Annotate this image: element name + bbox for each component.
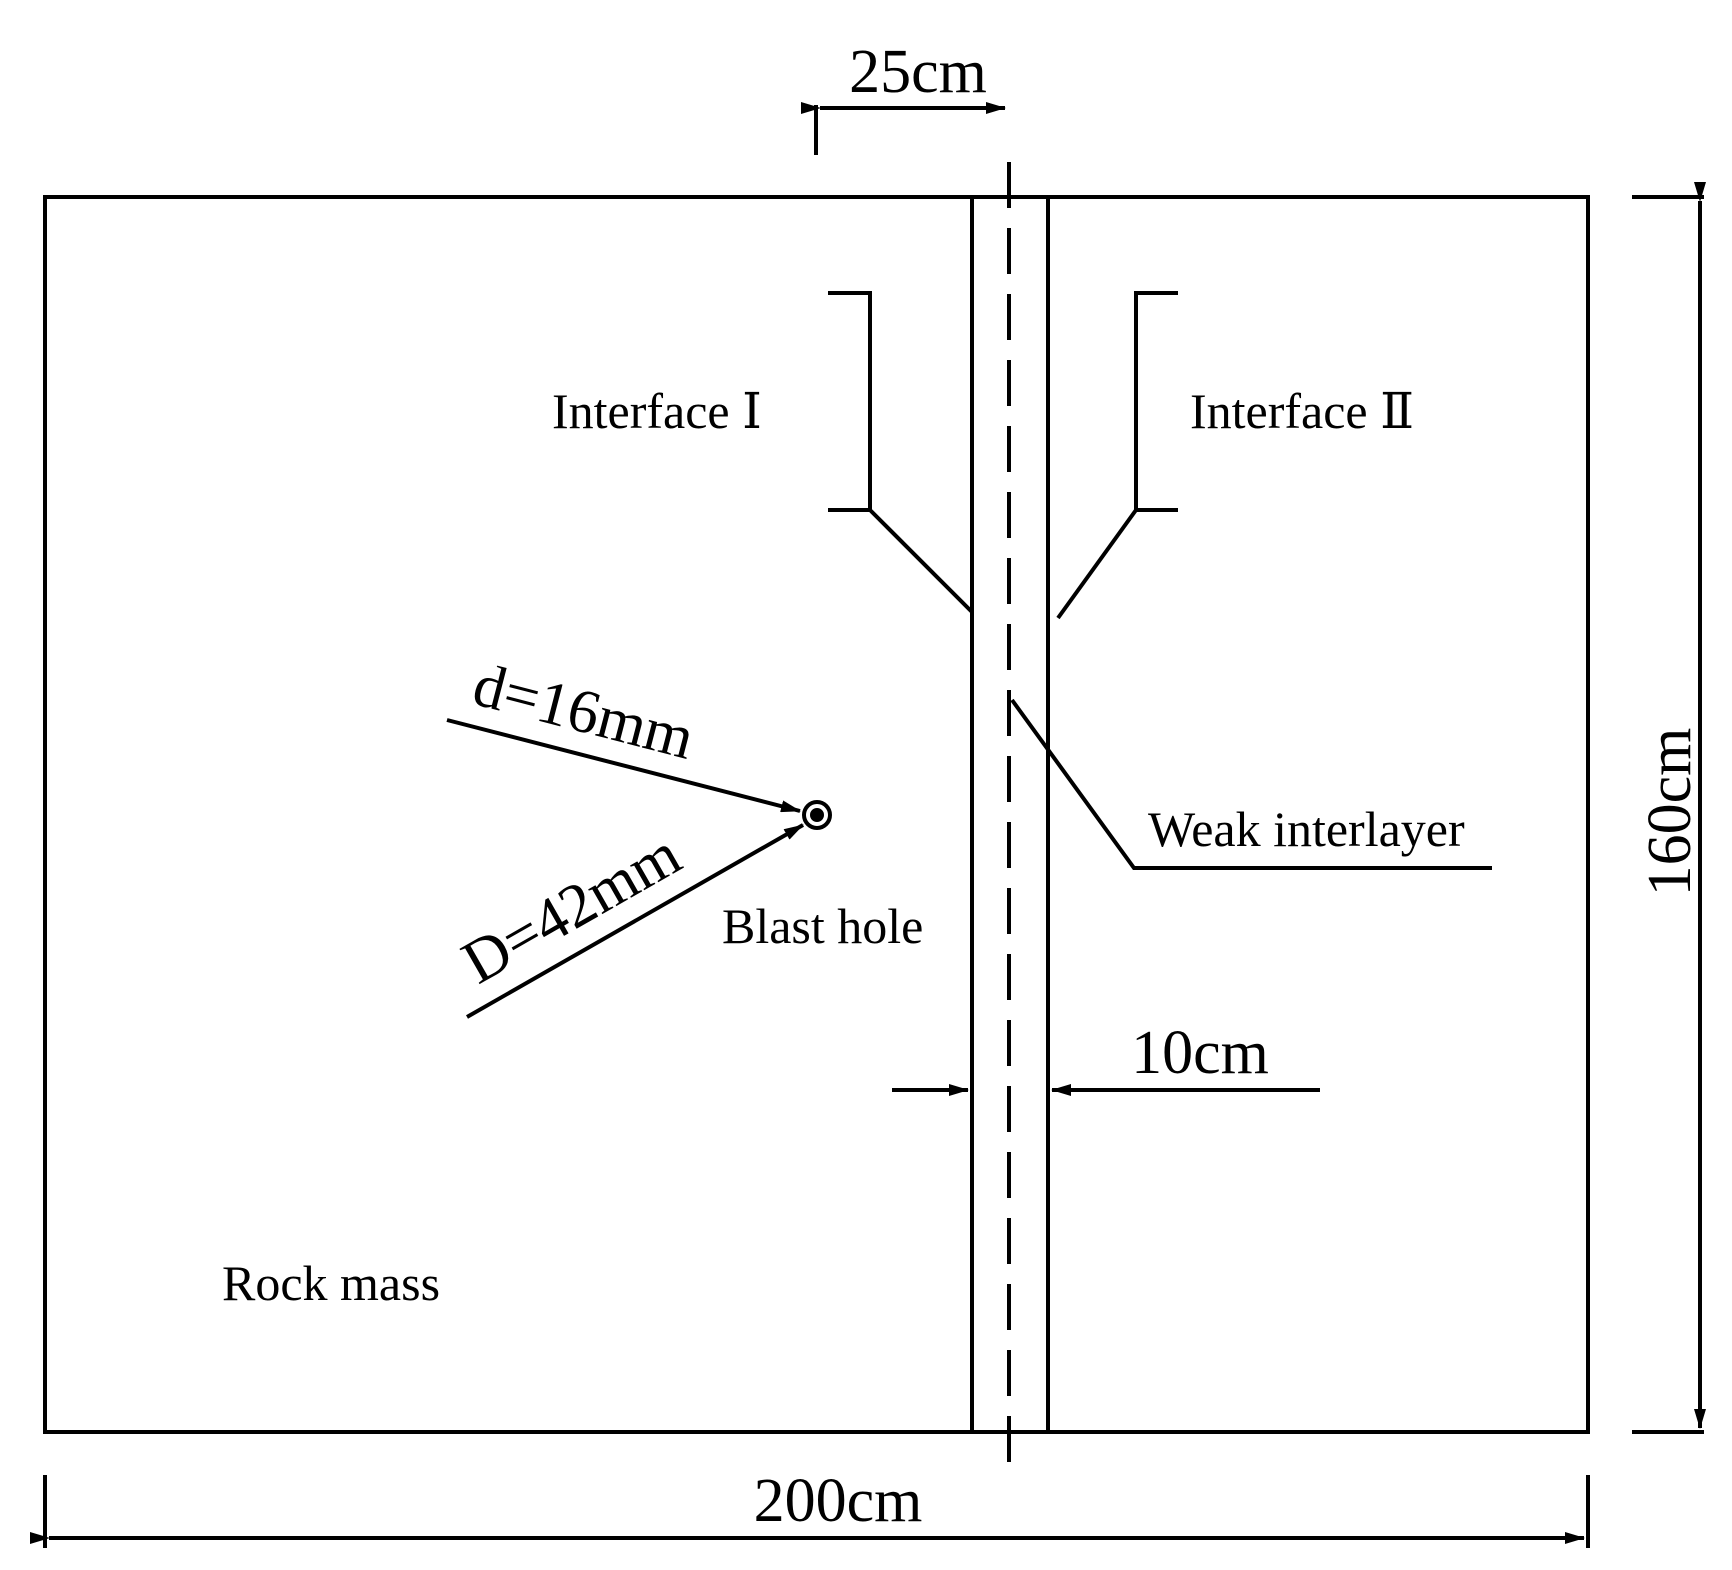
weak-interlayer-leader (1010, 698, 1492, 870)
interface-2-bracket (1134, 291, 1178, 512)
interlayer-width-label: 10cm (1131, 1019, 1269, 1087)
interface-1-label: Interface Ⅰ (552, 383, 762, 439)
interface-2-label: Interface Ⅱ (1190, 383, 1414, 439)
interface-1-bracket (828, 291, 872, 512)
width-dimension-label: 200cm (754, 1467, 923, 1535)
height-dimension-label: 160cm (1636, 728, 1704, 897)
offset-dimension-label: 25cm (849, 38, 987, 106)
hole-diameter-D-leader (466, 823, 804, 1019)
interface-1-leader (868, 508, 974, 614)
hole-diameter-d-leader (446, 718, 801, 813)
rock-mass-boundary (43, 195, 1590, 1434)
interface-2-leader (1056, 508, 1138, 620)
blast-hole-label: Blast hole (722, 898, 923, 954)
rock-mass-label: Rock mass (222, 1255, 440, 1311)
weak-interlayer-label: Weak interlayer (1148, 801, 1465, 857)
blast-hole-inner (810, 808, 824, 822)
blast-hole-outer (802, 800, 832, 830)
